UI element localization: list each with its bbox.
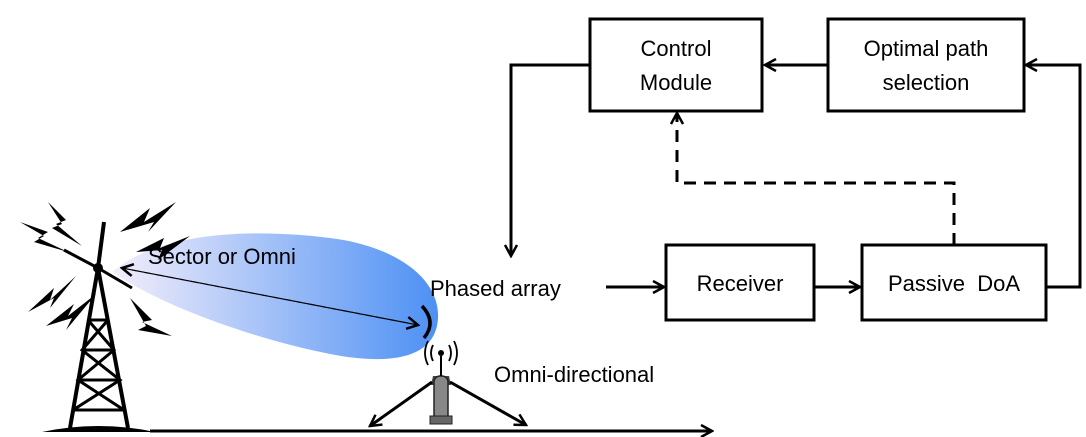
beam-direction-arrow-back [122, 268, 419, 326]
arrow-doa-to-optimal [1026, 65, 1082, 289]
lightning-bolt-icon [20, 202, 190, 336]
sector-label: Sector or Omni [148, 244, 296, 269]
omni-arrow-left [370, 380, 433, 426]
omni-directional-label: Omni-directional [494, 362, 654, 387]
phased-array-antenna-icon [420, 304, 432, 340]
optimal-path-line-2: selection [883, 70, 970, 95]
omni-arrow-right [449, 380, 526, 427]
cell-tower-icon [42, 221, 155, 432]
control-module-line-1: Control [641, 36, 712, 61]
radiation-beam [112, 233, 439, 360]
arrow-control-to-phased-array [511, 63, 590, 256]
control-module-line-2: Module [640, 70, 712, 95]
wireless-router-icon [424, 340, 458, 425]
phased-array-label: Phased array [430, 276, 561, 301]
receiver-label: Receiver [697, 271, 784, 296]
passive-doa-label: Passive DoA [888, 271, 1020, 296]
optimal-path-line-1: Optimal path [864, 36, 989, 61]
dashed-feedback-doa-to-control [677, 113, 956, 245]
control-module-block: Control Module [588, 17, 764, 113]
receiver-block: Receiver [664, 243, 816, 322]
optimal-path-selection-block: Optimal path selection [826, 17, 1026, 113]
passive-doa-block: Passive DoA [860, 243, 1048, 322]
